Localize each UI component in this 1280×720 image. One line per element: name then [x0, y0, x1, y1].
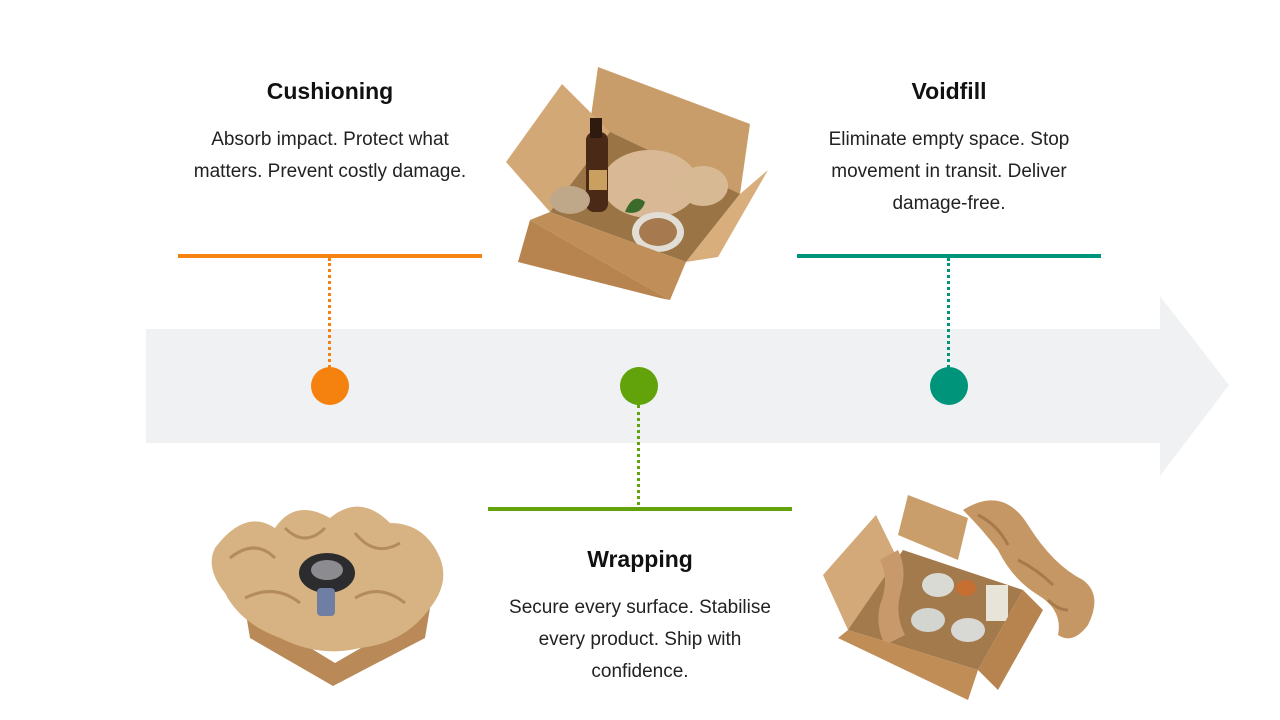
- wrapping-description: Secure every surface. Stabilise every pr…: [509, 597, 771, 682]
- cushioning-connector: [328, 258, 331, 368]
- voidfill-description: Eliminate empty space. Stop movement in …: [828, 129, 1070, 214]
- open-box-with-bottle-and-jars-icon: [506, 67, 768, 300]
- box-with-glasses-and-paper-icon: [823, 495, 1095, 700]
- cushioning-marker: [311, 367, 349, 405]
- wrapping-connector: [637, 405, 640, 505]
- voidfill-marker: [930, 367, 968, 405]
- wrapping-marker: [620, 367, 658, 405]
- voidfill-line: [797, 254, 1101, 258]
- wrapping-line: [488, 507, 792, 511]
- wrapping-title: Wrapping: [587, 546, 693, 572]
- cushioning-line: [178, 254, 482, 258]
- cushioning-title: Cushioning: [266, 78, 394, 104]
- voidfill-title: Voidfill: [911, 78, 987, 104]
- cushioning-description: Absorb impact. Protect what matters. Pre…: [193, 129, 467, 182]
- crumpled-paper-box-with-part-icon: [211, 506, 444, 686]
- voidfill-connector: [947, 258, 950, 368]
